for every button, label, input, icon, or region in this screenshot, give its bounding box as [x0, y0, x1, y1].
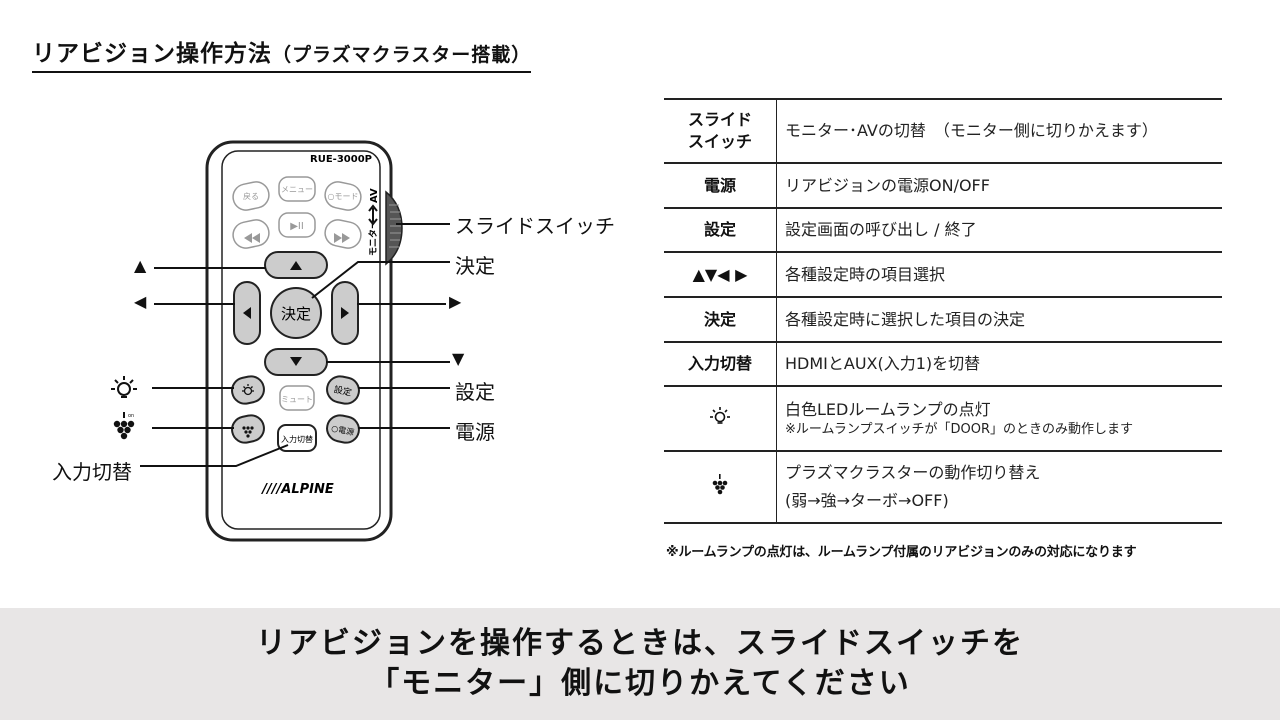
callout-setting: 設定: [455, 380, 495, 404]
row-desc: 各種設定時の項目選択: [785, 264, 946, 284]
table-row: 入力切替 HDMIとAUX(入力1)を切替: [664, 342, 1222, 386]
instruction-banner: リアビジョンを操作するときは、スライドスイッチを 「モニター」側に切りかえてくだ…: [0, 608, 1280, 720]
mode-label: ○モード: [328, 192, 359, 201]
remote-model: RUE-3000P: [310, 154, 372, 165]
function-table: スライド スイッチ モニター･AVの切替 （モニター側に切りかえます） 電源 リ…: [664, 98, 1222, 524]
fast-forward-icon: [334, 233, 350, 243]
row-key: スライド スイッチ: [664, 99, 777, 163]
callout-right: ▶: [449, 292, 462, 311]
table-footnote: ※ルームランプの点灯は、ルームランプ付属のリアビジョンのみの対応になります: [666, 545, 1137, 560]
row-key: ▲▼◀ ▶: [664, 252, 777, 297]
room-lamp-button[interactable]: [230, 374, 267, 406]
row-key: [664, 451, 777, 523]
row-key: 決定: [664, 297, 777, 342]
room-lamp-icon: [111, 376, 137, 398]
rewind-icon: [244, 233, 260, 243]
switch-arrow-icon: [368, 204, 378, 226]
page-title-main: リアビジョン操作方法: [32, 41, 272, 67]
setting-button[interactable]: [325, 374, 362, 406]
callout-power: 電源: [455, 420, 495, 444]
setting-button-label: 設定: [333, 383, 353, 398]
brand-logo: ////ALPINE: [260, 482, 334, 497]
row-desc-main: プラズマクラスターの動作切り替え: [785, 463, 1041, 482]
row-desc-note: ※ルームランプスイッチが「DOOR」のときのみ動作します: [785, 421, 1133, 437]
switch-label-av: AV: [369, 188, 380, 203]
callout-slide-switch: スライドスイッチ: [455, 214, 615, 238]
row-key: 入力切替: [664, 342, 777, 386]
mute-label: ミュート: [281, 395, 313, 404]
row-key: 電源: [664, 163, 777, 208]
table-row: スライド スイッチ モニター･AVの切替 （モニター側に切りかえます）: [664, 99, 1222, 163]
room-lamp-small-icon: [242, 384, 254, 396]
row-desc-main: 白色LEDルームランプの点灯: [785, 399, 991, 419]
row-desc: 各種設定時に選択した項目の決定: [785, 309, 1026, 329]
plasma-on-label: on: [128, 413, 134, 419]
remote-illustration: モニター AV RUE-3000P 戻る メニュー ○モード ▶II 決定 ミュ…: [111, 140, 450, 542]
switch-label-monitor: モニター: [367, 220, 379, 256]
row-desc: HDMIとAUX(入力1)を切替: [785, 354, 981, 373]
remote-inner-outline: [221, 150, 381, 530]
row-key: 設定: [664, 208, 777, 252]
table-row: 白色LEDルームランプの点灯 ※ルームランプスイッチが「DOOR」のときのみ動作…: [664, 386, 1222, 451]
row-desc-note: (弱→強→ターボ→OFF): [785, 491, 949, 510]
left-arrow-icon: [243, 307, 251, 319]
up-arrow-icon: [290, 261, 302, 270]
row-desc: 白色LEDルームランプの点灯 ※ルームランプスイッチが「DOOR」のときのみ動作…: [777, 386, 1223, 451]
row-desc: リアビジョンの電源ON/OFF: [785, 175, 990, 195]
callout-enter: 決定: [455, 254, 495, 278]
banner-line-1: リアビジョンを操作するときは、スライドスイッチを: [256, 626, 1024, 661]
callout-down: ▼: [452, 349, 465, 368]
power-button[interactable]: [325, 413, 362, 445]
enter-button[interactable]: [270, 287, 322, 339]
banner-line-2: 「モニター」側に切りかえてください: [369, 666, 911, 701]
back-label: 戻る: [243, 191, 259, 201]
plasma-icon: [113, 412, 135, 440]
play-label: ▶II: [290, 221, 304, 232]
table-row: ▲▼◀ ▶ 各種設定時の項目選択: [664, 252, 1222, 297]
down-arrow-icon: [290, 357, 302, 366]
callout-up: ▲: [134, 256, 147, 275]
row-desc: 設定画面の呼び出し / 終了: [785, 220, 977, 239]
callout-left: ◀: [134, 292, 147, 311]
row-desc: プラズマクラスターの動作切り替え (弱→強→ターボ→OFF): [777, 451, 1223, 523]
room-lamp-icon: [710, 406, 730, 424]
callout-input: 入力切替: [52, 460, 132, 484]
slide-switch[interactable]: [385, 190, 403, 266]
menu-button[interactable]: [278, 176, 316, 202]
plasma-icon: [712, 474, 728, 495]
input-button-label: 入力切替: [281, 434, 313, 444]
page-title: リアビジョン操作方法（プラズマクラスター搭載）: [32, 34, 532, 73]
menu-label: メニュー: [281, 185, 313, 194]
callout-lines: [140, 223, 450, 467]
right-arrow-icon: [341, 307, 349, 319]
row-desc: モニター･AVの切替 （モニター側に切りかえます）: [785, 121, 1158, 140]
back-button[interactable]: [231, 180, 272, 213]
mute-button[interactable]: [279, 385, 315, 411]
plasma-small-icon: [242, 426, 254, 438]
mode-button[interactable]: [323, 180, 364, 213]
page-title-sub: （プラズマクラスター搭載）: [272, 44, 532, 66]
row-key-text: スライド スイッチ: [687, 110, 752, 151]
table-row: 決定 各種設定時に選択した項目の決定: [664, 297, 1222, 342]
enter-label: 決定: [281, 305, 311, 323]
table-row: 電源 リアビジョンの電源ON/OFF: [664, 163, 1222, 208]
row-key: [664, 386, 777, 451]
table-row: 設定 設定画面の呼び出し / 終了: [664, 208, 1222, 252]
table-row: プラズマクラスターの動作切り替え (弱→強→ターボ→OFF): [664, 451, 1222, 523]
play-pause-button[interactable]: [278, 212, 316, 238]
